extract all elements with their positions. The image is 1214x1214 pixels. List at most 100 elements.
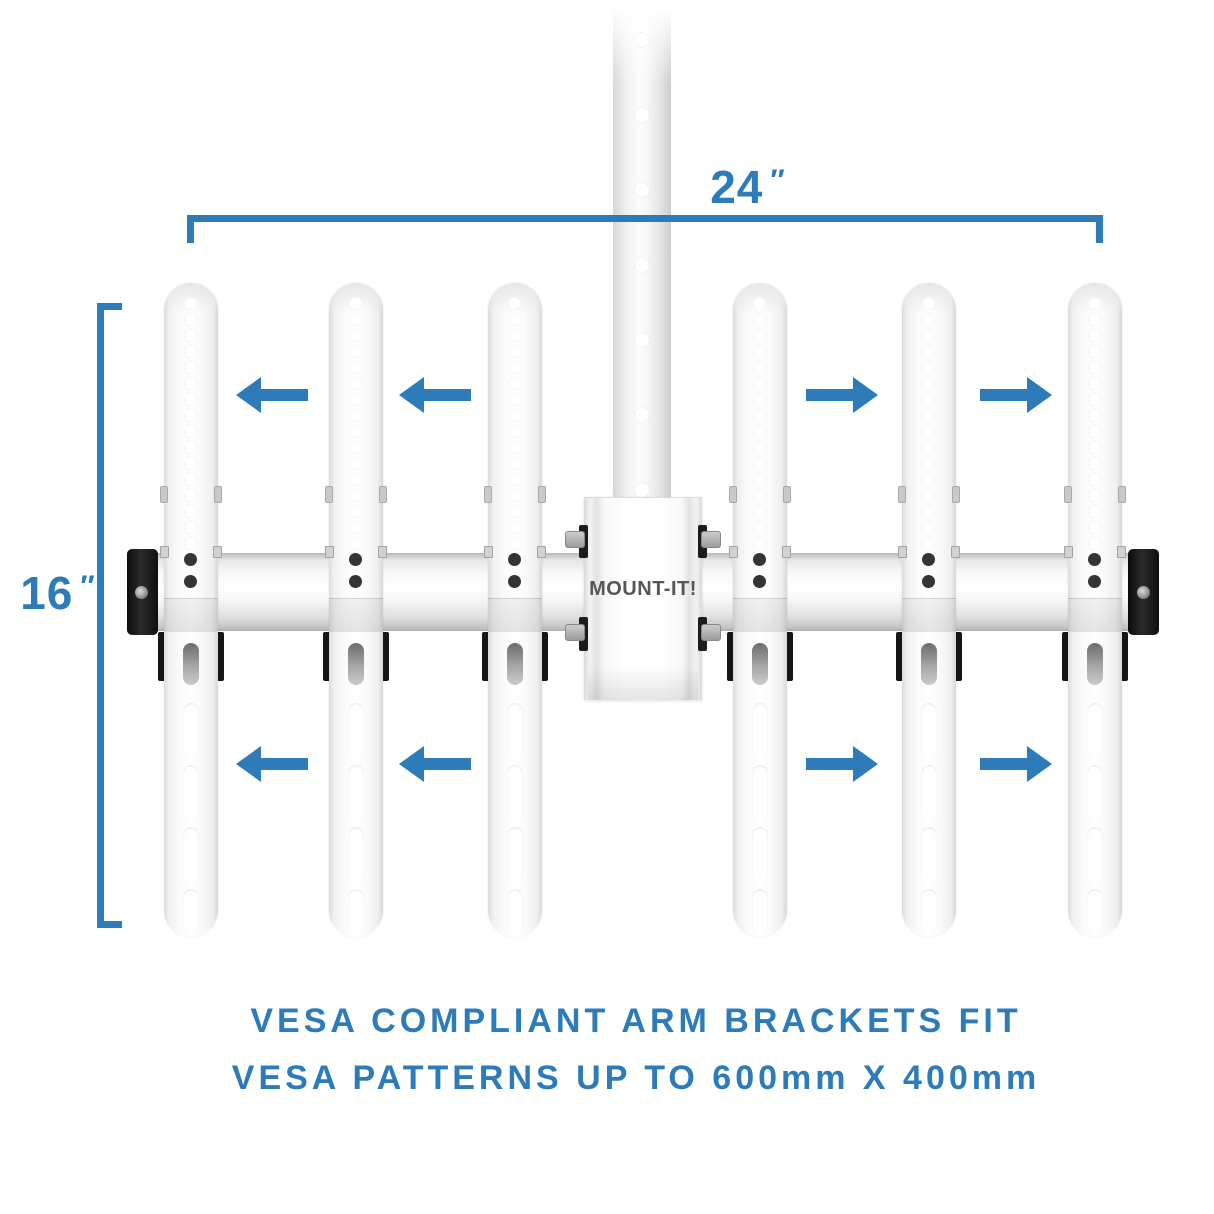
clamp-tab (727, 632, 737, 681)
bracket-slot (921, 827, 937, 883)
pole-hole (635, 183, 649, 197)
dimension-tick-bottom (97, 921, 122, 928)
bracket-hole (508, 505, 521, 518)
bracket-hole (1088, 297, 1101, 310)
bracket-hole (349, 377, 362, 390)
bracket-hole (349, 457, 362, 470)
bolt-icon (537, 546, 546, 558)
bracket-hole (1088, 409, 1101, 422)
bracket-hole (349, 489, 362, 502)
bracket-slot (183, 765, 199, 821)
vesa-arm-bracket (160, 283, 222, 937)
bracket-hole (753, 409, 766, 422)
bracket-hole (922, 441, 935, 454)
bracket-hole (753, 329, 766, 342)
clamp-tab (1062, 632, 1072, 681)
caption-line-1: VESA COMPLIANT ARM BRACKETS FIT (250, 1002, 1022, 1040)
bracket-hole (508, 425, 521, 438)
bracket-dark-slot (183, 643, 199, 685)
plate-bottom-fold (588, 666, 698, 700)
bracket-hole (184, 297, 197, 310)
bracket-bolt-hole (508, 575, 521, 588)
bracket-hole (349, 361, 362, 374)
inch-mark: ″ (80, 570, 96, 603)
bracket-hole (1088, 521, 1101, 534)
bracket-hole (1088, 425, 1101, 438)
dimension-tick-left (187, 215, 194, 243)
bracket-hole (184, 345, 197, 358)
bracket-hole (349, 537, 362, 550)
pole-hole (635, 483, 649, 497)
clip-icon (325, 486, 333, 503)
clamp-tab (1118, 632, 1128, 681)
bracket-hole (753, 377, 766, 390)
pole-hole (635, 333, 649, 347)
bracket-hole (349, 521, 362, 534)
bracket-hole (184, 361, 197, 374)
bracket-hole (753, 537, 766, 550)
clamp-tab (482, 632, 492, 681)
bracket-hole (922, 489, 935, 502)
bracket-hole (1088, 489, 1101, 502)
bracket-dark-slot (921, 643, 937, 685)
bracket-hole (922, 297, 935, 310)
height-value: 16 (20, 567, 74, 619)
bracket-clamp-band (488, 598, 542, 632)
ceiling-pole (613, 0, 671, 512)
bracket-slot (348, 827, 364, 883)
clamp-tab (896, 632, 906, 681)
bracket-slot (1087, 765, 1103, 821)
bracket-dark-slot (1087, 643, 1103, 685)
bracket-slot (921, 765, 937, 821)
vesa-arm-bracket (325, 283, 387, 937)
bracket-hole (922, 345, 935, 358)
bolt-icon (1117, 546, 1126, 558)
bracket-hole (184, 409, 197, 422)
bracket-hole (922, 505, 935, 518)
hex-bolt-icon (565, 624, 585, 641)
clip-icon (1118, 486, 1126, 503)
bracket-hole (922, 521, 935, 534)
bracket-hole (184, 457, 197, 470)
bracket-hole (184, 441, 197, 454)
bracket-bolt-hole (184, 553, 197, 566)
clamp-tab (538, 632, 548, 681)
width-dimension-label: 24″ (683, 160, 813, 214)
bracket-hole (922, 393, 935, 406)
clip-icon (729, 486, 737, 503)
bracket-hole (753, 505, 766, 518)
bracket-hole (184, 313, 197, 326)
pole-hole (635, 258, 649, 272)
bracket-hole (508, 377, 521, 390)
bracket-hole (922, 473, 935, 486)
bolt-icon (484, 546, 493, 558)
bracket-hole (753, 441, 766, 454)
clamp-tab (379, 632, 389, 681)
bracket-hole (1088, 473, 1101, 486)
arrow-left-icon (236, 375, 308, 415)
bracket-clamp-band (902, 598, 956, 632)
bracket-slot (507, 889, 523, 933)
bracket-slot (348, 765, 364, 821)
bracket-hole (184, 377, 197, 390)
bracket-hole (753, 473, 766, 486)
bolt-icon (378, 546, 387, 558)
pole-hole (635, 108, 649, 122)
clamp-tab (952, 632, 962, 681)
bracket-hole (508, 345, 521, 358)
arrow-right-icon (806, 375, 878, 415)
bracket-hole (753, 489, 766, 502)
bracket-hole (508, 313, 521, 326)
hex-bolt-icon (701, 624, 721, 641)
bracket-hole (922, 329, 935, 342)
bracket-hole (184, 425, 197, 438)
vesa-arm-bracket (898, 283, 960, 937)
bracket-hole (349, 505, 362, 518)
bracket-hole (922, 409, 935, 422)
bracket-hole (753, 345, 766, 358)
clamp-tab (323, 632, 333, 681)
bracket-slot (752, 703, 768, 759)
bracket-hole (508, 457, 521, 470)
clamp-tab (158, 632, 168, 681)
bolt-icon (160, 546, 169, 558)
